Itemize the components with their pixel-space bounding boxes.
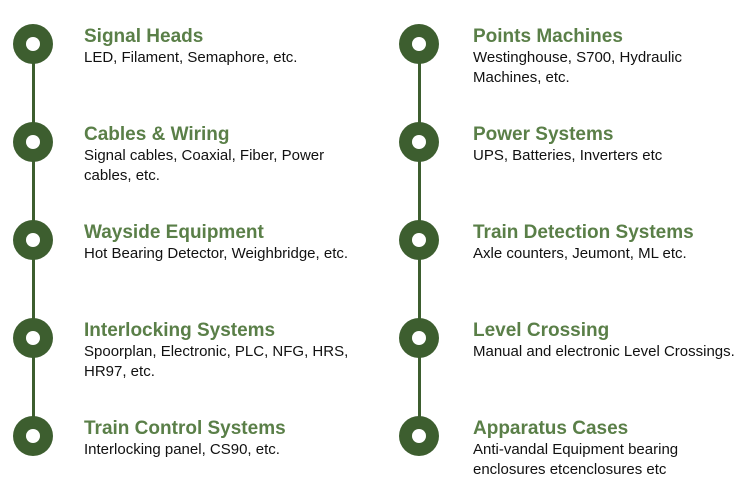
item-title: Signal Heads: [84, 26, 204, 47]
item-title: Wayside Equipment: [84, 222, 264, 243]
timeline-node-icon: [399, 220, 439, 260]
item-description: LED, Filament, Semaphore, etc.: [84, 49, 298, 66]
item-title: Interlocking Systems: [84, 320, 276, 341]
timeline-node-icon: [13, 220, 53, 260]
timeline-node-icon: [13, 416, 53, 456]
item-title: Cables & Wiring: [84, 124, 230, 145]
timeline-node-icon: [13, 24, 53, 64]
item-title: Apparatus Cases: [473, 418, 629, 439]
item-title: Train Control Systems: [84, 418, 286, 439]
timeline-node-icon: [13, 318, 53, 358]
item-title: Train Detection Systems: [473, 222, 694, 243]
item-title: Power Systems: [473, 124, 614, 145]
item-description: Spoorplan, Electronic, PLC, NFG, HRS, HR…: [84, 343, 349, 380]
item-description: Interlocking panel, CS90, etc.: [84, 441, 280, 458]
item-title: Points Machines: [473, 26, 623, 47]
item-description: Westinghouse, S700, Hydraulic Machines, …: [473, 49, 683, 86]
item-description: Signal cables, Coaxial, Fiber, Power cab…: [84, 147, 325, 184]
timeline-node-icon: [13, 122, 53, 162]
item-title: Level Crossing: [473, 320, 610, 341]
timeline-node-icon: [399, 416, 439, 456]
timeline-node-icon: [399, 122, 439, 162]
item-description: Anti-vandal Equipment bearing enclosures…: [473, 441, 679, 478]
timeline-node-icon: [399, 24, 439, 64]
item-description: UPS, Batteries, Inverters etc: [473, 147, 663, 164]
item-description: Hot Bearing Detector, Weighbridge, etc.: [84, 245, 349, 262]
item-description: Manual and electronic Level Crossings.: [473, 343, 735, 360]
timeline-node-icon: [399, 318, 439, 358]
item-description: Axle counters, Jeumont, ML etc.: [473, 245, 687, 262]
